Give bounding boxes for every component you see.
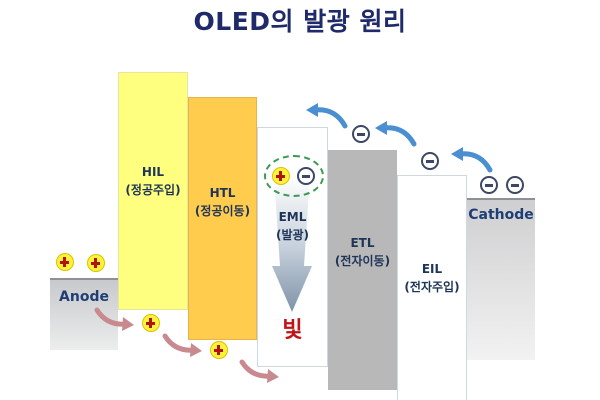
hole-icon bbox=[142, 314, 160, 332]
cathode-label: Cathode bbox=[468, 207, 534, 223]
etl-name: ETL bbox=[350, 236, 375, 250]
etl-sub: (전자이동) bbox=[334, 254, 391, 268]
hole-flow-arrow-icon bbox=[94, 307, 134, 331]
etl-label: ETL (전자이동) bbox=[328, 234, 397, 270]
hil-layer: HIL (정공주입) bbox=[118, 72, 188, 310]
eml-sub: (발광) bbox=[275, 228, 310, 242]
eil-name: EIL bbox=[421, 262, 443, 276]
electron-flow-arrow-icon bbox=[306, 103, 348, 129]
eml-name: EML bbox=[278, 210, 307, 224]
hole-icon bbox=[87, 254, 105, 272]
hole-flow-arrow-icon bbox=[162, 333, 202, 357]
electron-flow-arrow-icon bbox=[375, 121, 417, 147]
htl-layer: HTL (정공이동) bbox=[188, 97, 257, 340]
hole-icon bbox=[272, 167, 290, 185]
recombination-ring bbox=[264, 155, 324, 197]
hil-label: HIL (정공주입) bbox=[119, 163, 187, 199]
anode-label: Anode bbox=[59, 289, 109, 305]
electron-icon bbox=[352, 125, 370, 143]
diagram-title: OLED의 발광 원리 bbox=[193, 7, 407, 36]
eil-label: EIL (전자주입) bbox=[398, 260, 466, 296]
htl-name: HTL bbox=[209, 186, 236, 200]
cathode-layer: Cathode bbox=[467, 198, 535, 360]
light-label: 빛 bbox=[282, 318, 303, 343]
electron-icon bbox=[506, 176, 524, 194]
hil-name: HIL bbox=[141, 165, 165, 179]
electron-icon bbox=[297, 167, 315, 185]
hil-sub: (정공주입) bbox=[125, 183, 181, 197]
eil-sub: (전자주입) bbox=[404, 280, 460, 294]
anode-layer: Anode bbox=[50, 278, 118, 350]
hole-icon bbox=[56, 253, 74, 271]
electron-icon bbox=[480, 176, 498, 194]
hole-flow-arrow-icon bbox=[239, 359, 279, 383]
electron-icon bbox=[421, 152, 439, 170]
etl-layer: ETL (전자이동) bbox=[328, 150, 397, 390]
eml-label: EML (발광) bbox=[257, 208, 328, 244]
htl-label: HTL (정공이동) bbox=[189, 184, 256, 220]
htl-sub: (정공이동) bbox=[194, 204, 251, 218]
hole-icon bbox=[210, 341, 228, 359]
eil-layer: EIL (전자주입) bbox=[397, 175, 467, 400]
electron-flow-arrow-icon bbox=[451, 147, 493, 173]
light-emission-arrow-icon bbox=[272, 176, 312, 312]
